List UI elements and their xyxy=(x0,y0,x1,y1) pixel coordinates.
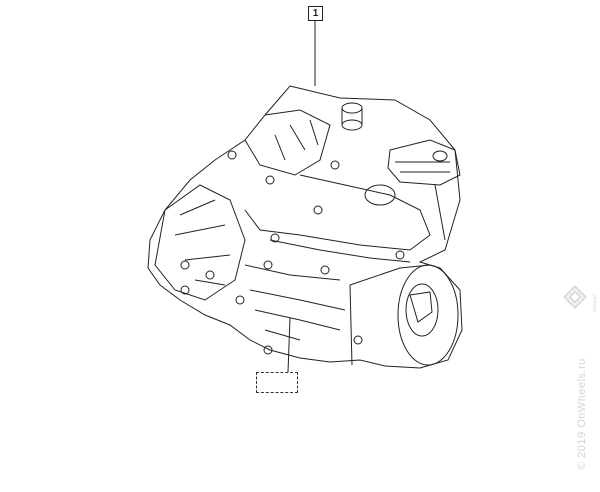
housing-outline xyxy=(147,85,463,369)
leader-line-2 xyxy=(287,317,291,373)
bolts xyxy=(180,150,405,355)
brand-logo xyxy=(563,285,587,309)
part-callout-empty[interactable] xyxy=(256,372,298,393)
part-callout-1[interactable]: 1 xyxy=(308,6,323,21)
bell-housing xyxy=(154,184,246,301)
brand-text: RENAULT xyxy=(592,293,597,312)
differential-housing xyxy=(349,264,431,286)
watermark: © 2019 OnWheels.ru xyxy=(576,358,588,470)
